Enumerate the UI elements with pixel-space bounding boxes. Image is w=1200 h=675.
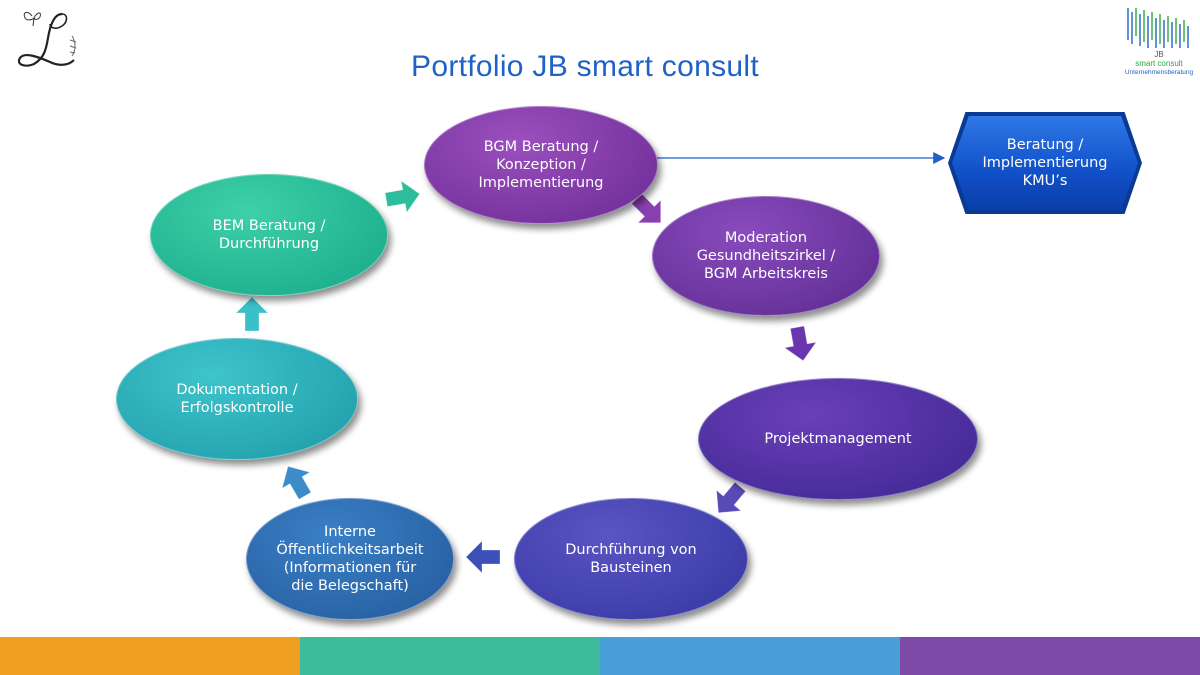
node-label-line: Öffentlichkeitsarbeit	[276, 542, 424, 558]
bottom-bar-segment	[600, 637, 900, 675]
node-projektmanagement: Projektmanagement	[698, 378, 978, 500]
node-label: Projektmanagement	[752, 430, 923, 448]
cycle-arrow-icon	[384, 180, 421, 214]
cycle-arrow-icon	[281, 465, 312, 500]
node-dokumentation: Dokumentation / Erfolgskontrolle	[116, 338, 358, 460]
side-box-line: Implementierung	[982, 155, 1108, 171]
node-label-line: Projektmanagement	[764, 431, 912, 447]
node-bgm-beratung: BGM Beratung / Konzeption / Implementierun…	[424, 106, 658, 224]
node-label-line: Durchführung	[218, 236, 320, 252]
node-label-line: Konzeption /	[496, 157, 586, 173]
node-label-line: Moderation	[724, 230, 808, 246]
butterfly-l-logo	[17, 11, 77, 67]
node-label-line: Dokumentation /	[176, 382, 298, 398]
node-label-line: (Informationen für	[283, 560, 417, 576]
node-label: Dokumentation / Erfolgskontrolle	[164, 381, 309, 417]
node-label-line: Implementierung	[478, 175, 604, 191]
node-label-line: BGM Beratung /	[483, 139, 599, 155]
barcode-lines-icon	[1127, 8, 1189, 48]
node-label-line: Bausteinen	[590, 560, 672, 576]
cycle-arrow-icon	[783, 325, 817, 362]
node-label-line: Gesundheitszirkel /	[696, 248, 836, 264]
node-bem-beratung: BEM Beratung / Durchführung	[150, 174, 388, 296]
bottom-bar-segment	[0, 637, 300, 675]
jb-smart-consult-logo: JB smart consult Unternehmensberatung	[1122, 6, 1196, 80]
node-label: BGM Beratung / Konzeption / Implementierun…	[467, 138, 616, 192]
side-box-line: Beratung /	[1006, 137, 1084, 153]
node-label: BEM Beratung / Durchführung	[201, 217, 338, 253]
cycle-arrow-icon	[465, 540, 501, 574]
logo-line-3: Unternehmensberatung	[1124, 69, 1194, 76]
bottom-bar-segment	[900, 637, 1200, 675]
cycle-arrow-icon	[631, 193, 662, 224]
node-label-line: Interne	[324, 524, 376, 540]
bottom-bar-segment	[300, 637, 600, 675]
bottom-color-bar	[0, 637, 1200, 675]
logo-line-2: smart consult	[1135, 59, 1183, 68]
page-title: Portfolio JB smart consult	[411, 50, 759, 83]
node-label-line: die Belegschaft)	[291, 578, 409, 594]
logo-line-1: JB	[1154, 50, 1164, 59]
cycle-arrow-icon	[715, 481, 747, 514]
node-label-line: Durchführung von	[565, 542, 697, 558]
cycle-arrow-icon	[235, 296, 269, 332]
side-box-line: KMU’s	[1022, 173, 1068, 189]
node-label-line: Erfolgskontrolle	[180, 400, 294, 416]
node-label-line: BGM Arbeitskreis	[704, 266, 828, 282]
node-label-line: BEM Beratung /	[212, 218, 326, 234]
